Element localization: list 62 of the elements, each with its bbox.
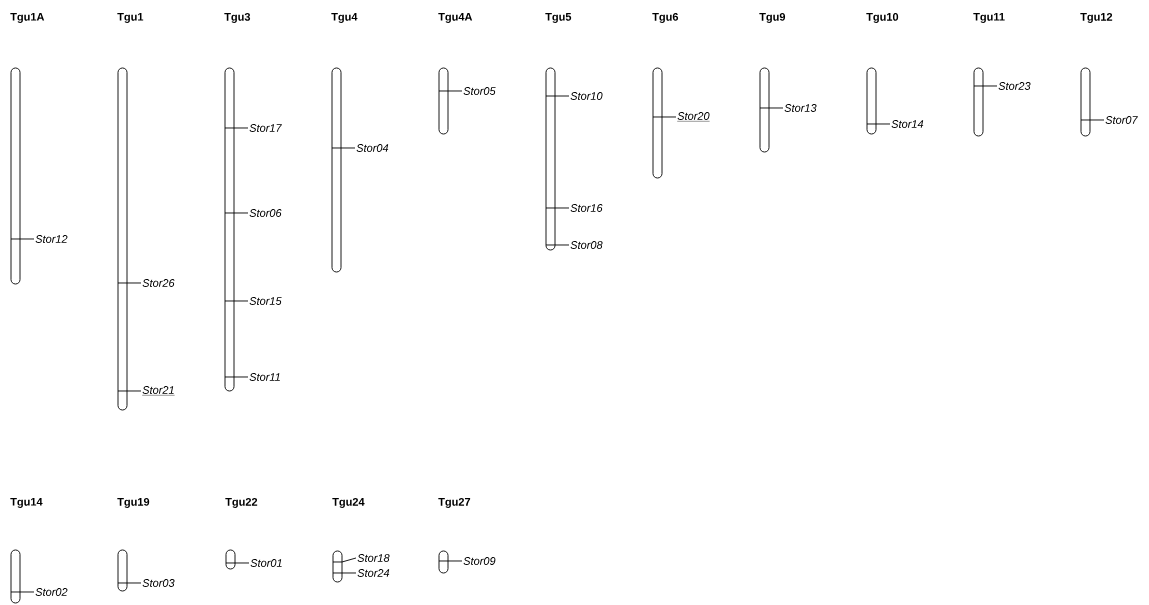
marker-tick [332, 572, 357, 574]
marker-tick [224, 127, 249, 129]
marker-tick [117, 582, 142, 584]
marker-label: Stor05 [463, 87, 496, 95]
marker-label: Stor20 [677, 112, 710, 122]
marker-label: Stor15 [249, 297, 282, 305]
marker-label: Stor14 [891, 120, 924, 128]
chromosome-title: Tgu6 [652, 13, 679, 23]
marker-tick [545, 95, 570, 97]
marker-label: Stor16 [570, 204, 603, 212]
marker-tick [866, 123, 891, 125]
marker-label: Stor03 [142, 579, 175, 587]
marker-tick [545, 207, 570, 209]
marker-label: Stor10 [570, 92, 603, 100]
marker-tick [117, 282, 142, 284]
marker-tick [332, 557, 357, 563]
marker-tick [224, 300, 249, 302]
marker-tick [225, 562, 250, 564]
chromosome-title: Tgu27 [438, 498, 471, 508]
marker-tick [331, 147, 356, 149]
marker-tick [759, 107, 784, 109]
marker-label: Stor09 [463, 557, 496, 565]
marker-tick [438, 560, 463, 562]
marker-tick [545, 244, 570, 246]
marker-label: Stor17 [249, 124, 282, 132]
marker-label: Stor12 [35, 235, 68, 243]
chromosome-title: Tgu19 [117, 498, 150, 508]
marker-label: Stor24 [357, 569, 390, 577]
chromosome-title: Tgu11 [973, 13, 1005, 23]
chromosome-title: Tgu22 [225, 498, 258, 508]
chromosome-title: Tgu1A [10, 13, 45, 23]
marker-tick [1080, 119, 1105, 121]
marker-tick [652, 116, 677, 118]
chromosome-title: Tgu24 [332, 498, 365, 508]
marker-tick [117, 390, 142, 392]
marker-label: Stor21 [142, 386, 175, 396]
marker-tick [224, 376, 249, 378]
chromosome-title: Tgu5 [545, 13, 572, 23]
marker-label: Stor18 [357, 554, 390, 562]
marker-tick [10, 591, 35, 593]
chromosome-title: Tgu12 [1080, 13, 1113, 23]
marker-label: Stor07 [1105, 116, 1138, 124]
marker-tick [973, 85, 998, 87]
chromosome-title: Tgu10 [866, 13, 899, 23]
marker-label: Stor01 [250, 559, 282, 567]
marker-label: Stor06 [249, 209, 282, 217]
marker-label: Stor26 [142, 279, 175, 287]
chromosome-title: Tgu4A [438, 13, 473, 23]
marker-label: Stor02 [35, 588, 68, 596]
marker-label: Stor11 [249, 373, 280, 381]
marker-tick [10, 238, 35, 240]
chromosome-title: Tgu3 [224, 13, 251, 23]
chromosome-title: Tgu1 [117, 13, 144, 23]
marker-label: Stor08 [570, 241, 603, 249]
chromosome-title: Tgu9 [759, 13, 786, 23]
marker-label: Stor04 [356, 144, 389, 152]
marker-tick [224, 212, 249, 214]
marker-label: Stor23 [998, 82, 1031, 90]
chromosome-title: Tgu14 [10, 498, 43, 508]
chromosome-title: Tgu4 [331, 13, 358, 23]
marker-label: Stor13 [784, 104, 817, 112]
marker-tick [438, 90, 463, 92]
